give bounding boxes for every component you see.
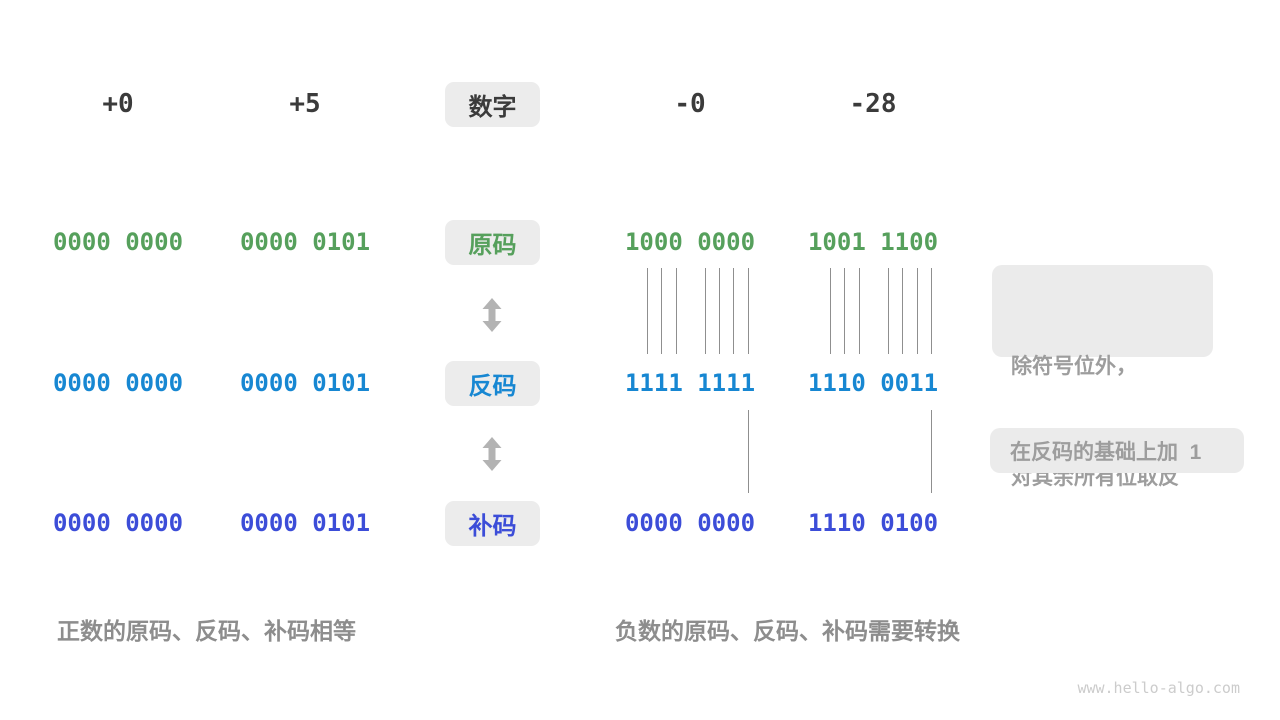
sign-magnitude-value-neg28: 1001 1100 [807,228,939,256]
bit-connector-line [705,268,706,354]
header-label: 数字 [468,94,517,121]
bit-connector-line [661,268,662,354]
bit-connector-line [917,268,918,354]
bit-connector-line [647,268,648,354]
bit-connector-line [719,268,720,354]
sign-magnitude-label: 原码 [468,232,517,259]
up-down-arrow-icon [482,298,502,332]
bit-connector-line [748,410,749,493]
ones-complement-label-box: 反码 [445,361,540,406]
twos-complement-value-pos0: 0000 0000 [52,509,184,537]
twos-complement-label-box: 补码 [445,501,540,546]
bit-connector-line [902,268,903,354]
bit-connector-line [888,268,889,354]
bit-connector-line [748,268,749,354]
sign-magnitude-value-pos0: 0000 0000 [52,228,184,256]
ones-complement-value-neg28: 1110 0011 [807,369,939,397]
header-negative-twenty-eight: -28 [849,89,897,119]
positive-numbers-caption: 正数的原码、反码、补码相等 [57,618,356,644]
ones-complement-value-pos5: 0000 0101 [239,369,371,397]
flip-bits-annotation-line1: 除符号位外， [1011,355,1137,378]
negative-numbers-caption: 负数的原码、反码、补码需要转换 [615,618,960,644]
sign-magnitude-value-pos5: 0000 0101 [239,228,371,256]
bit-connector-line [931,268,932,354]
ones-complement-label: 反码 [468,373,517,400]
header-label-box: 数字 [445,82,540,127]
bit-connector-line [733,268,734,354]
twos-complement-value-neg28: 1110 0100 [807,509,939,537]
add-one-annotation-text: 在反码的基础上加 1 [1010,440,1202,464]
header-positive-zero: +0 [102,89,134,119]
twos-complement-label: 补码 [468,513,517,540]
ones-complement-value-neg0: 1111 1111 [624,369,756,397]
twos-complement-value-neg0: 0000 0000 [624,509,756,537]
sign-magnitude-value-neg0: 1000 0000 [624,228,756,256]
bit-connector-line [859,268,860,354]
ones-complement-value-pos0: 0000 0000 [52,369,184,397]
watermark: www.hello-algo.com [1077,679,1240,697]
bit-connector-line [844,268,845,354]
bit-connector-line [676,268,677,354]
bit-connector-line [931,410,932,493]
sign-magnitude-label-box: 原码 [445,220,540,265]
header-negative-zero: -0 [674,89,706,119]
twos-complement-value-pos5: 0000 0101 [239,509,371,537]
add-one-annotation: 在反码的基础上加 1 [990,428,1244,473]
header-positive-five: +5 [289,89,321,119]
bit-connector-line [830,268,831,354]
flip-bits-annotation: 除符号位外， 对其余所有位取反 [992,265,1213,489]
up-down-arrow-icon [482,437,502,471]
